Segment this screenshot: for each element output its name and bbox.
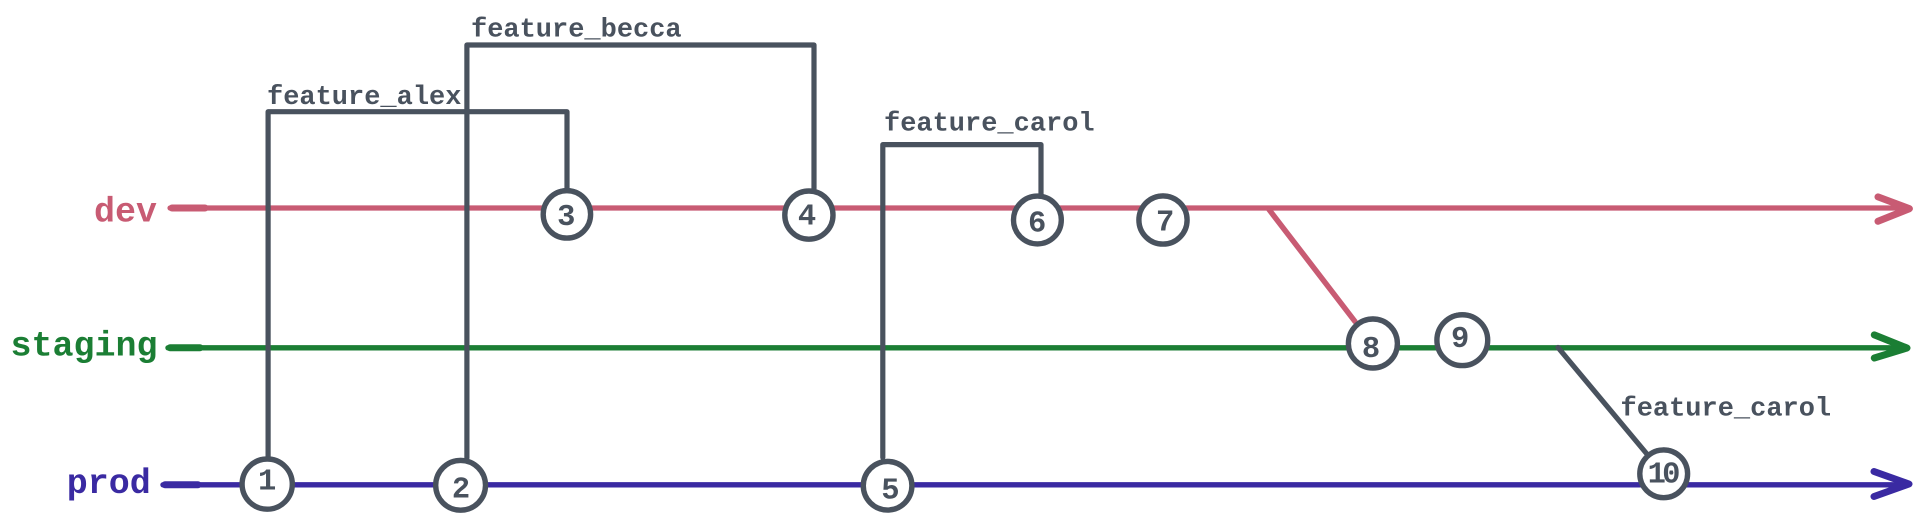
svg-text:7: 7 [1156, 206, 1174, 240]
svg-text:1: 1 [258, 466, 276, 500]
svg-text:5: 5 [881, 474, 899, 508]
svg-text:4: 4 [798, 201, 816, 235]
svg-text:feature_becca: feature_becca [471, 16, 682, 46]
svg-text:9: 9 [1451, 323, 1469, 357]
svg-text:feature_carol: feature_carol [884, 110, 1095, 140]
svg-text:3: 3 [557, 201, 575, 235]
svg-text:8: 8 [1362, 333, 1380, 367]
svg-text:staging: staging [10, 327, 157, 367]
svg-text:dev: dev [94, 192, 157, 232]
svg-text:1: 1 [1648, 458, 1666, 492]
svg-text:0: 0 [1662, 458, 1680, 492]
svg-text:feature_alex: feature_alex [267, 83, 461, 113]
svg-text:prod: prod [67, 464, 151, 504]
svg-text:6: 6 [1028, 207, 1046, 241]
svg-text:2: 2 [452, 474, 470, 508]
svg-text:feature_carol: feature_carol [1621, 395, 1832, 425]
